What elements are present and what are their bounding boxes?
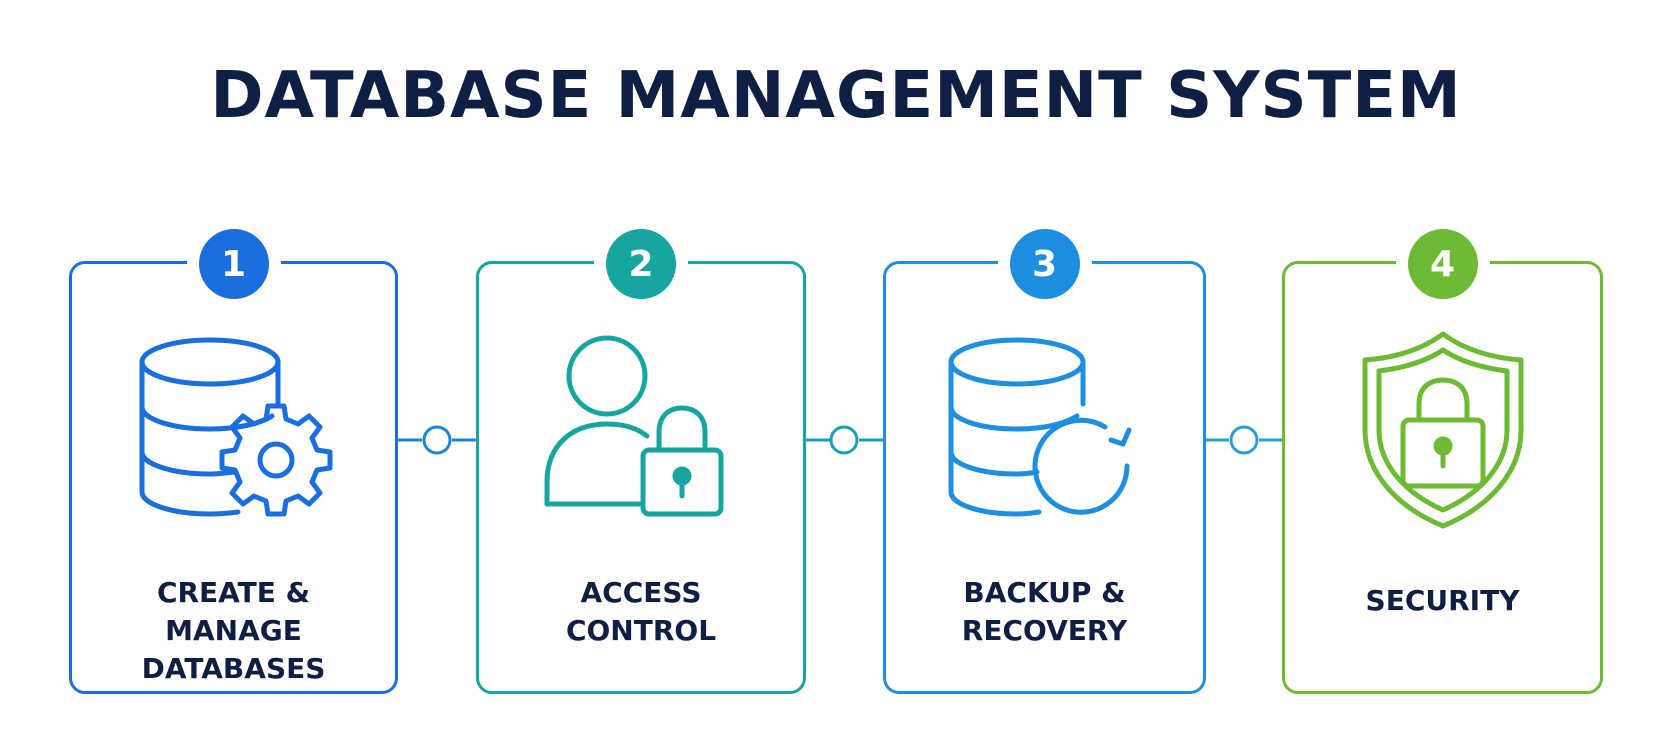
step-badge-4: 4 xyxy=(1407,229,1478,299)
step-badge-1: 1 xyxy=(198,229,269,299)
step-label-1: CREATE & MANAGE DATABASES xyxy=(141,576,326,685)
connector-3-4 xyxy=(1206,425,1282,455)
step-card-security: 4 SECURITY xyxy=(1282,229,1603,694)
step-card-access-control: 2 ACCESS CONTROL xyxy=(476,229,806,694)
step-label-2: ACCESS CONTROL xyxy=(565,576,717,647)
connector-1-2 xyxy=(398,425,476,455)
step-badge-2: 2 xyxy=(606,229,676,299)
database-gear-icon xyxy=(139,337,332,517)
page-title: DATABASE MANAGEMENT SYSTEM xyxy=(210,59,1462,133)
step-label-4: SECURITY xyxy=(1365,584,1520,617)
step-label-3: BACKUP & RECOVERY xyxy=(961,576,1128,647)
step-badge-3: 3 xyxy=(1009,229,1080,299)
database-refresh-icon xyxy=(948,337,1131,517)
step-card-backup-recovery: 3 BACKUP & RECOVERY xyxy=(883,229,1206,694)
step-card-create-manage: 1 CREATE & MANAGE DATABASES xyxy=(69,229,398,694)
connector-2-3 xyxy=(806,425,883,455)
shield-lock-icon xyxy=(1362,331,1523,529)
user-lock-icon xyxy=(544,335,724,517)
